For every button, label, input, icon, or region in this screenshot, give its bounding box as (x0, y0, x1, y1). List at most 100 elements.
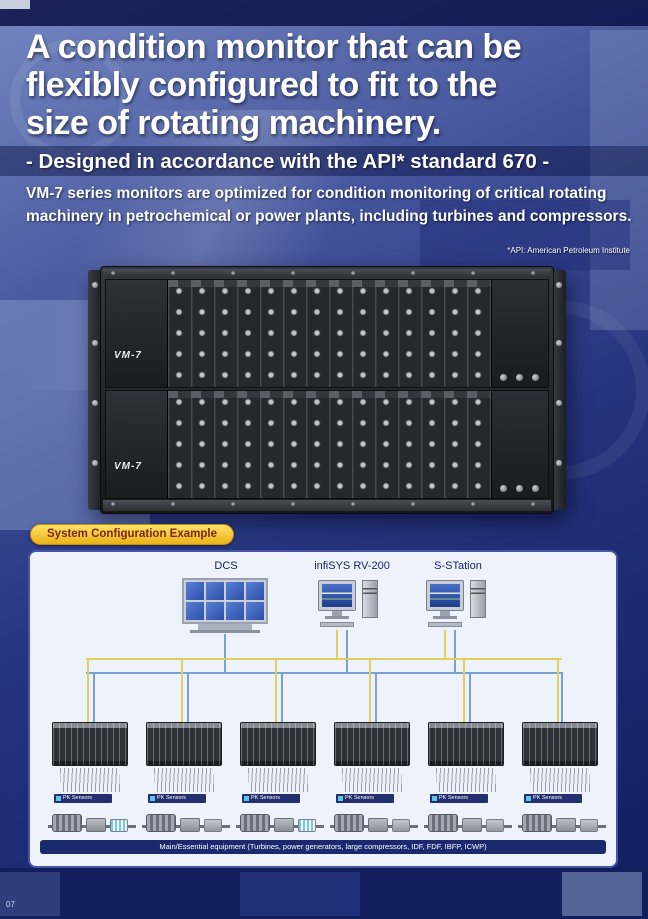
machinery-train (518, 806, 606, 836)
background-texture (0, 868, 648, 919)
sensor-wires (60, 768, 120, 792)
dcs-screen-cell (226, 582, 244, 600)
vm7-logo: VM-7 (114, 461, 142, 472)
connector-icon (500, 485, 507, 492)
monitor-stand (440, 611, 450, 616)
page-number: 07 (6, 900, 15, 909)
network-drop (469, 672, 471, 722)
sensor-wires (530, 768, 590, 792)
subtitle-band (0, 146, 648, 176)
network-line (336, 630, 338, 658)
screw-icon (92, 400, 98, 406)
compressor-icon (110, 819, 128, 832)
equipment-caption-bar: Main/Essential equipment (Turbines, powe… (40, 840, 606, 854)
generator-icon (462, 818, 482, 832)
vm7-rack-unit (146, 722, 222, 766)
vm7-rack-unit (522, 722, 598, 766)
dcs-label: DCS (214, 560, 238, 572)
background-texture (0, 872, 60, 916)
machinery-train (236, 806, 324, 836)
blank-panel (492, 391, 548, 498)
sensor-wires (342, 768, 402, 792)
compressor-icon (486, 819, 504, 832)
keyboard-icon (320, 622, 354, 627)
turbine-icon (334, 814, 364, 832)
generator-icon (180, 818, 200, 832)
network-line (454, 630, 456, 674)
screw-icon (556, 460, 562, 466)
vm7-rack-unit (428, 722, 504, 766)
machinery-train (142, 806, 230, 836)
network-drop (463, 658, 465, 722)
monitor-icon (318, 580, 356, 611)
background-texture (0, 0, 30, 9)
pk-sensors-tag: PK Sensors (336, 794, 394, 803)
screen (430, 584, 460, 607)
rack-mount-ear (552, 270, 566, 510)
connector-icon (532, 485, 539, 492)
pk-sensors-tag: PK Sensors (430, 794, 488, 803)
turbine-icon (428, 814, 458, 832)
pc-tower-icon (470, 580, 486, 618)
screen (322, 584, 352, 607)
connector-icon (500, 374, 507, 381)
pk-sensors-tag: PK Sensors (524, 794, 582, 803)
dcs-stand (198, 624, 252, 630)
screw-icon (556, 400, 562, 406)
page-title-line: size of rotating machinery. (26, 104, 441, 142)
vm7-rack-unit (334, 722, 410, 766)
network-bus-yellow (86, 658, 562, 660)
turbine-icon (522, 814, 552, 832)
rack-mount-ear (88, 270, 102, 510)
generator-icon (556, 818, 576, 832)
intro-paragraph: VM-7 series monitors are optimized for c… (26, 185, 632, 225)
dcs-screen-cell (246, 582, 264, 600)
sensor-wires (248, 768, 308, 792)
network-drop (275, 658, 277, 722)
screw-icon (92, 460, 98, 466)
blank-panel (492, 280, 548, 387)
network-line (444, 630, 446, 658)
dcs-screen-cell (246, 602, 264, 620)
machinery-train (48, 806, 136, 836)
section-badge: System Configuration Example (30, 524, 234, 545)
page-title-line: A condition monitor that can be (26, 28, 522, 66)
compressor-icon (392, 819, 410, 832)
screw-icon (556, 340, 562, 346)
vm7-rack-unit (52, 722, 128, 766)
connector-icon (532, 374, 539, 381)
sensor-wires (154, 768, 214, 792)
turbine-icon (240, 814, 270, 832)
rack-chassis: VM-7 VM-7 (100, 266, 554, 514)
dcs-monitor-wall-icon (182, 578, 268, 624)
page-title-line: flexibly configured to fit to the (26, 66, 497, 104)
monitor-base (325, 616, 349, 619)
connector-icon (516, 485, 523, 492)
pk-sensors-tag: PK Sensors (242, 794, 300, 803)
vm7-rack-unit (240, 722, 316, 766)
generator-icon (86, 818, 106, 832)
network-drop (557, 658, 559, 722)
infisys-workstation-icon (318, 580, 382, 630)
generator-icon (368, 818, 388, 832)
pc-tower-icon (362, 580, 378, 618)
dcs-base (190, 630, 260, 633)
monitor-cards (168, 280, 492, 387)
network-drop (187, 672, 189, 722)
page-subtitle: - Designed in accordance with the API* s… (26, 150, 550, 173)
network-drop (561, 672, 563, 722)
network-drop (181, 658, 183, 722)
vm7-logo: VM-7 (114, 350, 142, 361)
rack-modules: VM-7 VM-7 (105, 279, 549, 499)
page-title: A condition monitor that can be flexibly… (26, 28, 636, 142)
background-texture (240, 872, 360, 916)
pk-sensors-tag: PK Sensors (148, 794, 206, 803)
infisys-label: infiSYS RV-200 (314, 560, 390, 572)
monitor-base (433, 616, 457, 619)
compressor-icon (298, 819, 316, 832)
rack-rail (103, 500, 551, 511)
rack-rail (103, 269, 551, 278)
machinery-train (424, 806, 512, 836)
sstation-label: S-STation (434, 560, 482, 572)
